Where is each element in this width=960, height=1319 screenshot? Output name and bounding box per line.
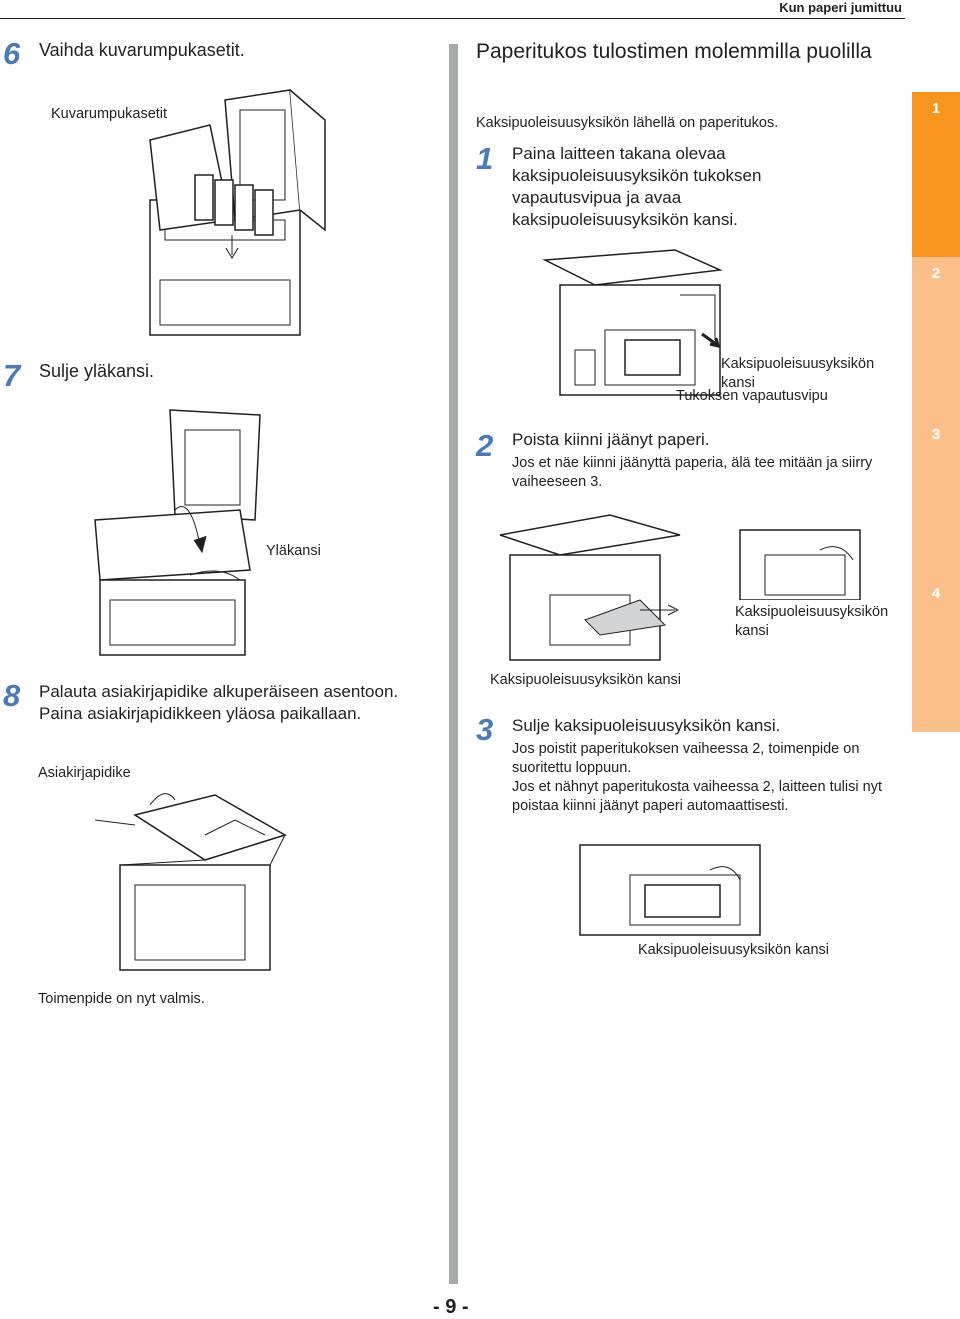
- label-document-holder: Asiakirjapidike: [38, 765, 131, 781]
- tab-label-2: 2: [931, 265, 941, 282]
- step-3-body-2: Jos et nähnyt paperitukosta vaiheessa 2,…: [512, 779, 882, 814]
- label-duplex-cover-4: Kaksipuoleisuusyksikön kansi: [638, 942, 830, 958]
- label-release-lever: Tukoksen vapautusvipu: [676, 388, 828, 404]
- duplex-unit-rear-illustration: [542, 249, 723, 396]
- column-divider: [449, 44, 458, 1284]
- step-3-title: Sulje kaksipuoleisuusyksikön kansi.: [512, 716, 781, 735]
- label-top-cover: Yläkansi: [266, 543, 321, 559]
- printer-drum-illustration: [149, 89, 326, 336]
- step-2-number: 2: [476, 428, 494, 463]
- chapter-tab-2[interactable]: 2: [912, 257, 960, 422]
- step-3-number: 3: [476, 712, 494, 747]
- page-number: - 9 -: [433, 1296, 469, 1318]
- tab-label-1: 1: [931, 100, 941, 117]
- arrow-icon: [701, 332, 721, 349]
- label-duplex-cover-2: Kaksipuoleisuusyksikön kansi: [735, 604, 889, 639]
- chapter-tab-4[interactable]: 4: [912, 577, 960, 732]
- step-6-number: 6: [3, 36, 21, 71]
- duplex-cover-closed-illustration: [579, 844, 761, 936]
- printer-document-holder-illustration: [95, 793, 287, 971]
- section-title: Paperitukos tulostimen molemmilla puolil…: [476, 40, 872, 63]
- chapter-tab-3[interactable]: 3: [912, 418, 960, 583]
- label-duplex-cover-3: Kaksipuoleisuusyksikön kansi: [490, 672, 682, 688]
- label-duplex-cover-1: Kaksipuoleisuusyksikön kansi: [721, 356, 875, 391]
- tab-label-3: 3: [931, 426, 941, 443]
- step-6-title: Vaihda kuvarumpukasetit.: [39, 40, 245, 60]
- step-1-title: Paina laitteen takana olevaa kaksipuolei…: [512, 144, 762, 229]
- tab-label-4: 4: [931, 585, 941, 602]
- section-intro: Kaksipuoleisuusyksikön lähellä on paperi…: [476, 115, 779, 131]
- chapter-tab-1[interactable]: 1: [912, 92, 960, 257]
- step-2-body: Jos et näe kiinni jäänyttä paperia, älä …: [512, 455, 873, 490]
- step-8-title: Palauta asiakirjapidike alkuperäiseen as…: [39, 682, 399, 723]
- step-1-number: 1: [476, 141, 494, 176]
- running-header: Kun paperi jumittuu: [779, 0, 902, 15]
- header-rule: [0, 18, 905, 19]
- label-drum-cartridges: Kuvarumpukasetit: [51, 106, 168, 122]
- completion-text: Toimenpide on nyt valmis.: [38, 991, 205, 1007]
- step-2-title: Poista kiinni jäänyt paperi.: [512, 430, 710, 449]
- step-7-number: 7: [3, 358, 21, 393]
- duplex-cover-open-illustration: [739, 529, 861, 600]
- printer-top-cover-illustration: [94, 409, 261, 656]
- step-3-body-1: Jos poistit paperitukoksen vaiheessa 2, …: [512, 741, 860, 776]
- step-7-title: Sulje yläkansi.: [39, 361, 155, 381]
- step-8-number: 8: [3, 678, 21, 713]
- paper-removal-illustration: [499, 514, 681, 661]
